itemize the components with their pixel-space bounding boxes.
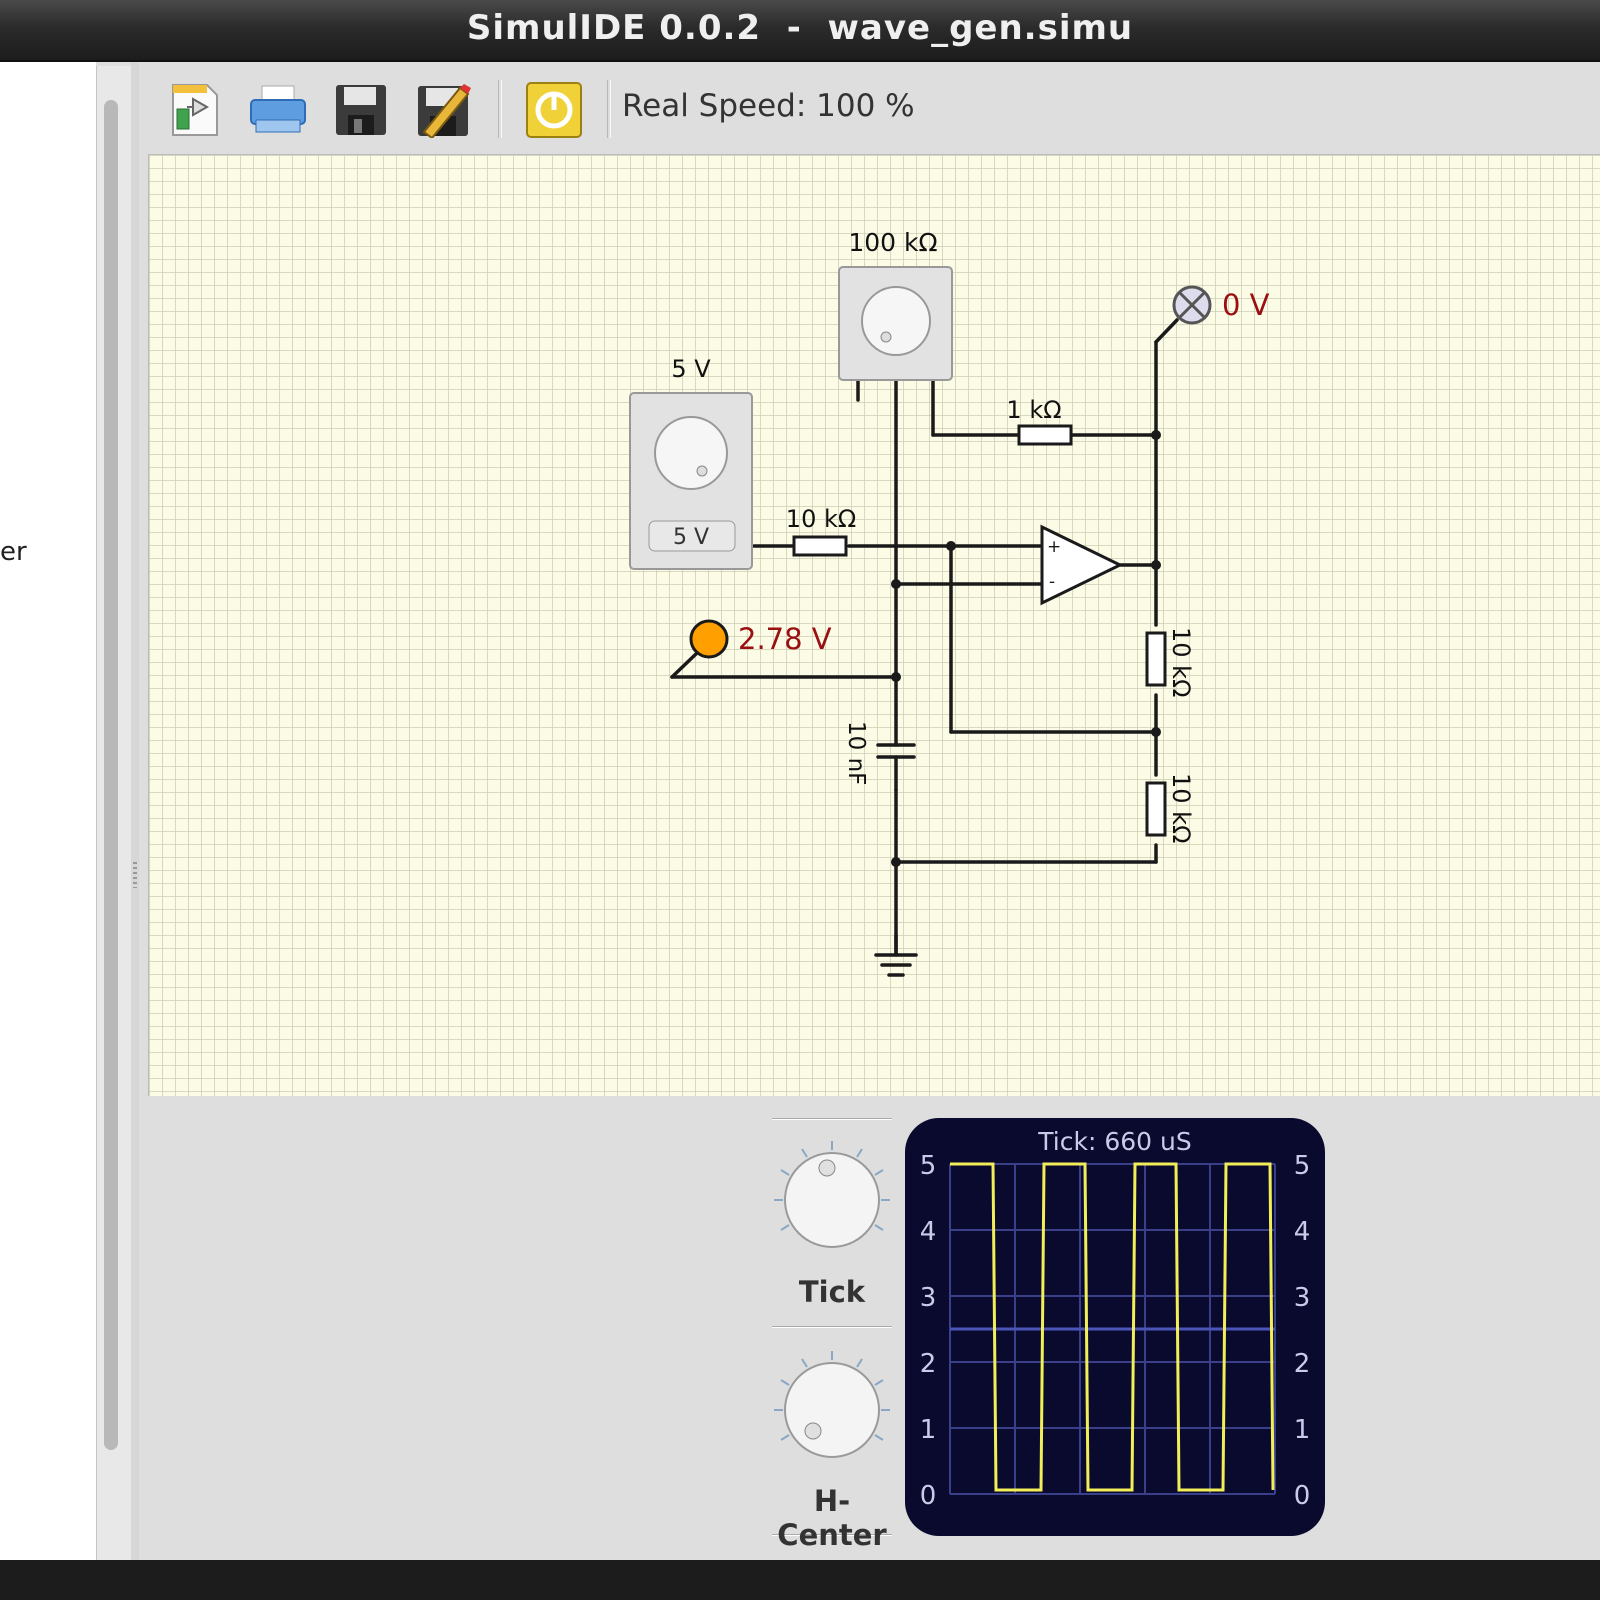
resistor-1k-label: 1 kΩ: [1006, 396, 1061, 424]
tick-knob-label: Tick: [798, 1275, 866, 1309]
save-button[interactable]: [330, 80, 392, 140]
h-center-knob[interactable]: [767, 1345, 897, 1475]
opamp-plus-symbol: +: [1047, 537, 1061, 557]
resistor-10k-label: 10 kΩ: [786, 505, 856, 533]
save-as-icon: [418, 84, 471, 138]
new-circuit-button[interactable]: [164, 80, 226, 140]
scope-y-tick-right: 1: [1294, 1415, 1311, 1445]
opamp-minus-symbol: -: [1049, 572, 1055, 592]
power-button[interactable]: [523, 80, 585, 140]
resistor-divider-bottom-label: 10 kΩ: [1167, 773, 1195, 843]
circuit-schematic[interactable]: + - 5 V 5 V 100 kΩ 1 kΩ 10 kΩ 10 kΩ 10 k…: [149, 155, 1600, 1097]
save-icon: [336, 85, 386, 135]
toolbar-separator: [498, 80, 502, 138]
component-list-scrollbar[interactable]: [96, 66, 132, 1596]
scope-y-tick-left: 0: [920, 1481, 937, 1511]
potentiometer[interactable]: [838, 266, 953, 381]
potentiometer-label: 100 kΩ: [848, 228, 937, 257]
voltage-source[interactable]: [629, 392, 753, 570]
capacitor-label: 10 nF: [843, 721, 869, 785]
voltage-source-label: 5 V: [671, 355, 711, 383]
splitter-grip[interactable]: [133, 862, 137, 888]
scope-y-tick-left: 4: [920, 1217, 937, 1247]
component-list-item[interactable]: er: [0, 537, 27, 567]
divider: [772, 1326, 892, 1328]
oscilloscope-display: Tick: 660 uS 5 4 3 2 1 0 5 4 3 2 1 0: [905, 1118, 1325, 1536]
probe-value: 2.78 V: [738, 622, 832, 656]
real-speed-label: Real Speed: 100 %: [622, 88, 915, 124]
power-icon: [526, 82, 582, 138]
oscilloscope-screen: Tick: 660 uS 5 4 3 2 1 0 5 4 3 2 1 0: [920, 1127, 1311, 1511]
divider: [772, 1118, 892, 1120]
voltage-source-display: 5 V: [673, 525, 709, 550]
circuit-canvas[interactable]: + - 5 V 5 V 100 kΩ 1 kΩ 10 kΩ 10 kΩ 10 k…: [148, 154, 1600, 1097]
tick-knob[interactable]: [767, 1135, 897, 1265]
scope-y-tick-right: 2: [1294, 1349, 1311, 1379]
resistor-divider-top-label: 10 kΩ: [1167, 627, 1195, 697]
new-circuit-icon: [172, 84, 218, 136]
scope-y-tick-right: 0: [1294, 1481, 1311, 1511]
scope-trace: [950, 1162, 1275, 1492]
scope-y-tick-right: 5: [1294, 1151, 1311, 1181]
toolbar-separator: [607, 80, 611, 138]
scope-tick-readout: Tick: 660 uS: [1037, 1127, 1191, 1156]
scope-y-tick-left: 5: [920, 1151, 937, 1181]
scrollbar-thumb[interactable]: [104, 100, 118, 1450]
output-probe[interactable]: [1172, 285, 1212, 325]
output-probe-value: 0 V: [1222, 288, 1270, 322]
divider: [772, 1534, 892, 1536]
panel-splitter[interactable]: [131, 62, 139, 1600]
scope-y-tick-right: 3: [1294, 1283, 1311, 1313]
status-bar: [0, 1560, 1600, 1600]
toolbar: Real Speed: 100 %: [140, 66, 1600, 154]
save-as-button[interactable]: [413, 80, 475, 140]
print-icon: [250, 85, 306, 133]
scope-y-tick-left: 1: [920, 1415, 937, 1445]
scope-y-tick-left: 3: [920, 1283, 937, 1313]
h-center-knob-label: H-Center: [777, 1484, 887, 1552]
scope-y-tick-left: 2: [920, 1349, 937, 1379]
component-list-panel[interactable]: er: [0, 62, 96, 1600]
scope-y-tick-right: 4: [1294, 1217, 1311, 1247]
window-title: SimulIDE 0.0.2 - wave_gen.simu: [466, 8, 1134, 48]
title-bar: SimulIDE 0.0.2 - wave_gen.simu: [0, 0, 1600, 62]
print-button[interactable]: [247, 80, 309, 140]
voltage-probe[interactable]: [689, 619, 729, 659]
